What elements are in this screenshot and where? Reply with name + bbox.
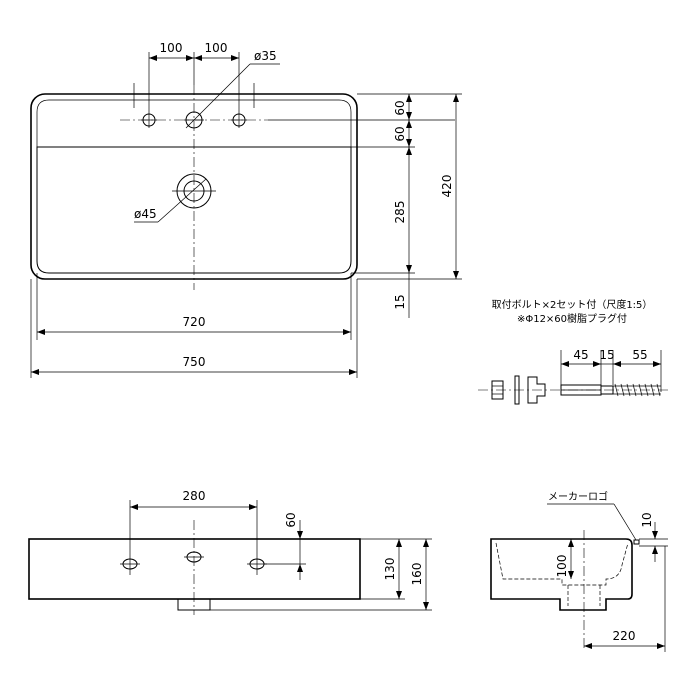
bolt-detail-title: 取付ボルト×2セット付（尺度1:5）	[492, 298, 653, 311]
overall-height-label: 160	[410, 563, 424, 586]
basin-width-label: 720	[183, 315, 206, 329]
drain-height-label: 100	[555, 555, 569, 578]
tap-hole-left	[141, 112, 157, 128]
bolt-dim-c-label: 55	[632, 348, 647, 362]
basin-depth-label: 285	[393, 201, 407, 224]
faucet-hole-dia-label: ø35	[254, 49, 277, 63]
wall-to-drain-label: 220	[613, 629, 636, 643]
logo-dim-label: 10	[640, 512, 654, 527]
overall-width-label: 750	[183, 355, 206, 369]
drain-hole-dia-label: ø45	[134, 207, 157, 221]
front-hole-left	[120, 500, 140, 575]
rim-to-holes-label: 60	[393, 100, 407, 115]
bracket-spacing-label: 280	[183, 489, 206, 503]
hole-spacing-left-label: 100	[160, 41, 183, 55]
holes-to-basin-label: 60	[393, 126, 407, 141]
bolt-thread	[613, 383, 661, 397]
bolt-dim-b-label: 15	[599, 348, 614, 362]
bolt-dim-a-label: 45	[573, 348, 588, 362]
bowl-height-label: 130	[383, 558, 397, 581]
maker-logo-label: メーカーロゴ	[548, 490, 608, 503]
bracket-height-label: 60	[284, 512, 298, 527]
side-body-outline	[490, 538, 633, 611]
bolt-sleeve	[527, 376, 546, 404]
bolt-washer	[514, 375, 520, 405]
side-view: メーカーロゴ 10 100 220	[490, 490, 668, 652]
front-hole-center	[184, 551, 204, 563]
side-basin-hidden	[495, 542, 629, 586]
front-body-outline	[28, 538, 361, 600]
bolt-nut	[491, 380, 504, 400]
bolt-detail-subtitle: ※Φ12×60樹脂プラグ付	[517, 312, 627, 325]
top-view: 100 100 ø35 ø45 60 60 285 15 420	[30, 41, 462, 378]
bolt-detail: 取付ボルト×2セット付（尺度1:5） ※Φ12×60樹脂プラグ付 45 15 5…	[478, 298, 668, 405]
maker-logo-mark	[633, 539, 640, 545]
drain-hole	[172, 173, 216, 209]
tap-hole-right	[231, 112, 247, 128]
hole-spacing-right-label: 100	[205, 41, 228, 55]
overall-depth-label: 420	[440, 175, 454, 198]
basin-inner-outline	[36, 146, 352, 274]
front-view: 280 60 130 160	[28, 489, 432, 615]
front-rim-label: 15	[393, 294, 407, 309]
